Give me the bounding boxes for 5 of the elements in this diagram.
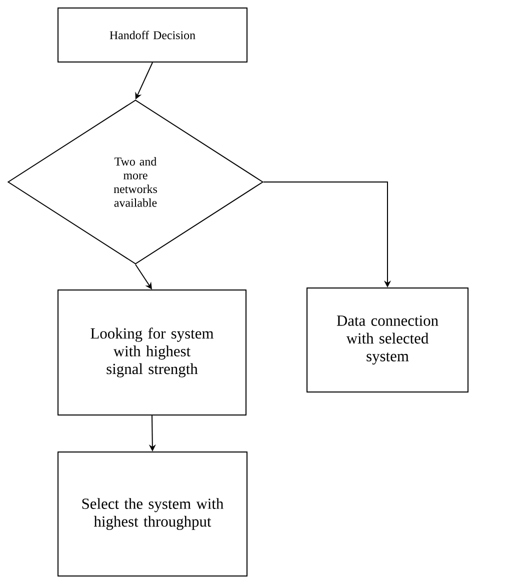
process-box: Looking for system with highest signal strength bbox=[58, 290, 246, 416]
process-box: Select the system with highest throughput bbox=[58, 452, 248, 576]
process-box: Handoff Decision bbox=[58, 8, 248, 62]
process-box: Data connection with selected system bbox=[306, 288, 468, 392]
arrow bbox=[135, 264, 152, 290]
